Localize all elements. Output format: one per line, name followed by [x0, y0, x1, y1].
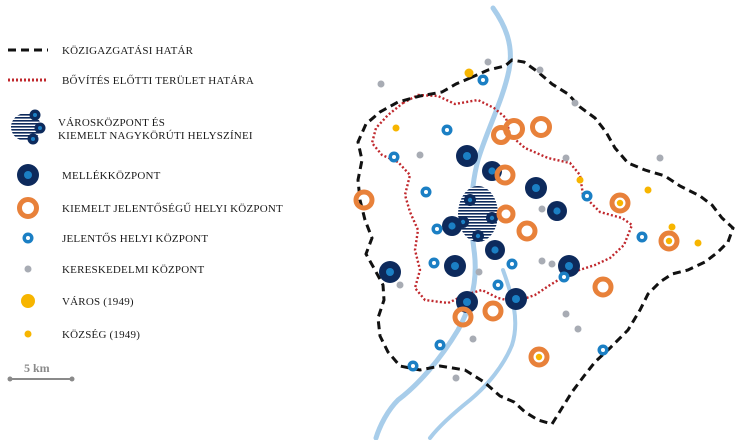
- commercial-centers: [377, 58, 664, 382]
- local-center-marker: [581, 190, 593, 202]
- town-marker: [665, 237, 673, 245]
- commercial-center-marker: [538, 257, 546, 265]
- major-local-center-marker: [528, 346, 550, 368]
- local-center-marker: [492, 279, 504, 291]
- major-local-center-marker: [496, 204, 516, 224]
- subcenter-marker: [442, 216, 462, 236]
- legend-local-center-label: JELENTŐS HELYI KÖZPONT: [62, 233, 208, 245]
- commercial-center-marker: [538, 205, 546, 213]
- legend-commercial-center-symbol: [24, 265, 32, 273]
- commercial-center-marker: [416, 151, 424, 159]
- village-marker: [392, 124, 400, 132]
- legend-major-local-center-symbol: [17, 197, 39, 219]
- towns: [464, 68, 673, 361]
- local-center-marker: [477, 74, 489, 86]
- village-marker: [644, 186, 652, 194]
- subcenter-marker: [525, 177, 547, 199]
- commercial-center-marker: [452, 374, 460, 382]
- subcenter-marker: [505, 288, 527, 310]
- legend: KÖZIGAZGATÁSI HATÁR BŐVÍTÉS ELŐTTI TERÜL…: [8, 45, 283, 341]
- local-center-marker: [431, 223, 443, 235]
- town-marker: [616, 199, 624, 207]
- local-center-marker: [506, 258, 518, 270]
- village-marker: [668, 223, 676, 231]
- pre-expansion-boundary: [370, 93, 634, 305]
- major-local-center-marker: [452, 306, 474, 328]
- legend-city-center-label-2: KIEMELT NAGYKÖRÚTI HELYSZÍNEI: [58, 130, 253, 142]
- legend-admin-boundary-label: KÖZIGAZGATÁSI HATÁR: [62, 45, 194, 57]
- commercial-center-marker: [571, 99, 579, 107]
- subcenter-marker: [444, 255, 466, 277]
- commercial-center-marker: [469, 335, 477, 343]
- commercial-center-marker: [574, 325, 582, 333]
- commercial-center-marker: [562, 310, 570, 318]
- commercial-center-marker: [536, 66, 544, 74]
- admin-boundary: [356, 58, 735, 426]
- major-local-center-marker: [516, 220, 538, 242]
- legend-town-symbol: [21, 294, 35, 308]
- major-local-center-marker: [658, 230, 680, 252]
- commercial-center-marker: [562, 154, 570, 162]
- subcenter-marker: [379, 261, 401, 283]
- major-local-center-marker: [482, 300, 504, 322]
- villages: [392, 124, 702, 247]
- legend-city-center-label-1: VÁROSKÖZPONT ÉS: [58, 117, 165, 129]
- major-local-centers: [353, 116, 680, 368]
- major-local-center-marker: [353, 189, 375, 211]
- major-local-center-marker: [494, 164, 516, 186]
- local-center-marker: [388, 151, 400, 163]
- legend-local-center-symbol: [22, 232, 34, 244]
- legend-commercial-center-label: KERESKEDELMI KÖZPONT: [62, 264, 204, 276]
- town-marker: [464, 68, 474, 78]
- local-center-marker: [420, 186, 432, 198]
- subcenter-marker: [485, 240, 505, 260]
- commercial-center-marker: [396, 281, 404, 289]
- danube-river: [373, 5, 513, 440]
- legend-subcenter-symbol: [17, 164, 39, 186]
- major-local-center-marker: [503, 118, 525, 140]
- commercial-center-marker: [475, 268, 483, 276]
- local-center-marker: [558, 271, 570, 283]
- local-center-marker: [407, 360, 419, 372]
- local-center-marker: [428, 257, 440, 269]
- commercial-center-marker: [484, 58, 492, 66]
- legend-pre-expansion-label: BŐVÍTÉS ELŐTTI TERÜLET HATÁRA: [62, 75, 254, 87]
- local-centers: [388, 74, 648, 372]
- local-center-marker: [636, 231, 648, 243]
- village-marker: [576, 176, 584, 184]
- commercial-center-marker: [377, 80, 385, 88]
- commercial-center-marker: [548, 260, 556, 268]
- legend-town-label: VÁROS (1949): [62, 296, 134, 308]
- city-center: [457, 186, 498, 242]
- legend-village-symbol: [24, 330, 32, 338]
- town-marker: [535, 353, 543, 361]
- major-local-center-marker: [530, 116, 552, 138]
- local-center-marker: [434, 339, 446, 351]
- commercial-center-marker: [656, 154, 664, 162]
- legend-major-local-center-label: KIEMELT JELENTŐSÉGŰ HELYI KÖZPONT: [62, 203, 283, 215]
- major-local-center-marker: [592, 276, 614, 298]
- local-center-marker: [597, 344, 609, 356]
- legend-city-center-symbol: [11, 109, 46, 145]
- legend-subcenter-label: MELLÉKKÖZPONT: [62, 170, 161, 182]
- subcenter-marker: [558, 255, 580, 277]
- subcenter-marker: [547, 201, 567, 221]
- major-local-center-marker: [609, 192, 631, 214]
- scale-bar: 5 km: [7, 361, 75, 382]
- local-center-marker: [441, 124, 453, 136]
- scale-bar-label: 5 km: [24, 361, 50, 375]
- legend-village-label: KÖZSÉG (1949): [62, 329, 140, 341]
- subcenter-marker: [456, 145, 478, 167]
- village-marker: [694, 239, 702, 247]
